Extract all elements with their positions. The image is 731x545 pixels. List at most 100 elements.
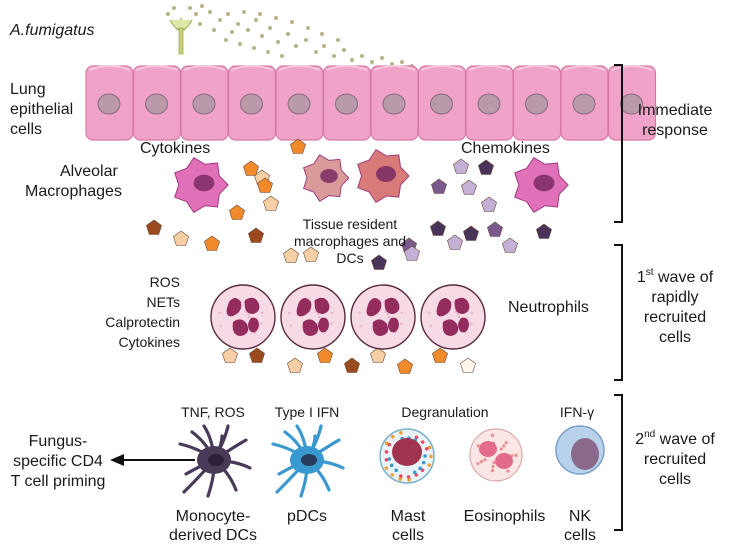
granule bbox=[390, 434, 395, 439]
neutrophil bbox=[420, 284, 486, 350]
ifn-gamma-label: IFN-γ bbox=[559, 404, 595, 420]
cytokines-label: Cytokines bbox=[140, 140, 211, 157]
granule bbox=[418, 466, 422, 471]
nucleus bbox=[97, 93, 121, 115]
phase-brackets bbox=[614, 64, 623, 531]
spore bbox=[400, 60, 404, 64]
granule bbox=[499, 447, 503, 451]
first-wave-number: 1 bbox=[636, 269, 646, 286]
chemokine-molecule bbox=[463, 225, 479, 241]
nucleus bbox=[192, 93, 216, 115]
granule bbox=[492, 461, 496, 465]
effector-calprotectin: Calprotectin bbox=[105, 314, 180, 330]
granule bbox=[400, 311, 404, 315]
alveolar-macrophages bbox=[174, 149, 569, 213]
phase-bracket bbox=[614, 244, 623, 381]
granule bbox=[358, 311, 361, 315]
epithelial-cell bbox=[417, 65, 467, 141]
granule bbox=[429, 454, 433, 459]
spore bbox=[230, 30, 234, 34]
eosinophils-label: Eosinophils bbox=[463, 508, 546, 525]
granule bbox=[514, 453, 518, 457]
nucleus bbox=[382, 93, 406, 115]
granule bbox=[414, 473, 419, 477]
cytokine-molecule bbox=[257, 177, 273, 193]
neutrophil bbox=[210, 284, 276, 350]
eosinophil-icon bbox=[469, 428, 523, 482]
granule bbox=[406, 475, 411, 479]
effector-nets: NETs bbox=[146, 294, 180, 310]
nucleus bbox=[430, 93, 453, 115]
granule bbox=[421, 460, 426, 465]
nucleus bbox=[572, 93, 596, 115]
spore bbox=[218, 18, 222, 22]
epithelial-cell bbox=[560, 65, 609, 141]
type-i-ifn-label: Type I IFN bbox=[274, 404, 340, 420]
cytokine-molecule bbox=[303, 246, 319, 262]
nucleus bbox=[335, 93, 358, 115]
nucleus bbox=[208, 454, 224, 466]
monocyte-label-2: derived DCs bbox=[168, 527, 258, 544]
alveolar-label: Alveolar bbox=[60, 163, 118, 180]
granule bbox=[330, 322, 333, 325]
nucleus-lobe bbox=[495, 453, 513, 469]
epithelial-cell bbox=[322, 65, 372, 141]
chemokines-label: Chemokines bbox=[461, 140, 550, 157]
granule bbox=[384, 457, 389, 462]
response-label: response bbox=[642, 122, 708, 139]
second-wave-number: 2 bbox=[635, 431, 645, 448]
cytokine-molecule bbox=[146, 219, 162, 235]
epithelial-cell bbox=[607, 65, 657, 141]
phase-bracket bbox=[614, 394, 623, 531]
cytokine-molecule bbox=[432, 347, 448, 363]
mast-label-1: Mast bbox=[390, 508, 426, 525]
neutrophil bbox=[350, 284, 416, 350]
chemokine-molecule bbox=[481, 196, 497, 212]
granule bbox=[429, 324, 433, 328]
spore bbox=[198, 22, 202, 26]
nucleus bbox=[620, 93, 643, 115]
spore bbox=[268, 26, 272, 30]
cytokine-molecule bbox=[263, 195, 279, 211]
spore bbox=[172, 6, 176, 10]
chemokine-molecule bbox=[371, 254, 387, 270]
cytokine-molecule bbox=[249, 347, 265, 363]
spore bbox=[266, 50, 270, 54]
granule bbox=[400, 322, 403, 325]
nucleus bbox=[240, 93, 263, 115]
nucleus bbox=[296, 297, 330, 336]
chemokine-molecule bbox=[487, 221, 503, 237]
chemokine-molecule bbox=[461, 179, 477, 195]
spore bbox=[332, 54, 336, 58]
granule bbox=[399, 430, 403, 435]
nucleus bbox=[287, 93, 311, 115]
spore bbox=[274, 16, 278, 20]
granule bbox=[420, 440, 425, 444]
spore bbox=[194, 12, 198, 16]
nucleus bbox=[436, 297, 470, 336]
tissue-resident-label-1: Tissue resident bbox=[302, 216, 398, 232]
tissue-resident-macrophage bbox=[303, 154, 350, 202]
granule bbox=[414, 435, 419, 440]
granule bbox=[424, 447, 429, 451]
tnf-ros-label: TNF, ROS bbox=[181, 404, 245, 420]
spore bbox=[236, 22, 240, 26]
cytokine-molecule bbox=[243, 160, 259, 176]
macrophages-label: Macrophages bbox=[25, 183, 122, 200]
granule bbox=[427, 463, 431, 467]
spore bbox=[242, 10, 246, 14]
cytokine-chemokine-molecules bbox=[146, 138, 552, 374]
granule bbox=[454, 310, 457, 313]
chemokine-molecule bbox=[502, 237, 518, 253]
effector-cytokines: Cytokines bbox=[118, 334, 180, 350]
granule bbox=[330, 311, 334, 315]
chemokine-molecule bbox=[478, 159, 494, 175]
granule bbox=[504, 441, 508, 445]
cytokine-molecule bbox=[173, 230, 189, 246]
pdcs-label: pDCs bbox=[286, 508, 327, 525]
alveolar-macrophage bbox=[514, 157, 569, 213]
nucleus bbox=[320, 168, 338, 184]
nucleus-lobe bbox=[479, 441, 497, 457]
nucleus bbox=[366, 297, 400, 336]
